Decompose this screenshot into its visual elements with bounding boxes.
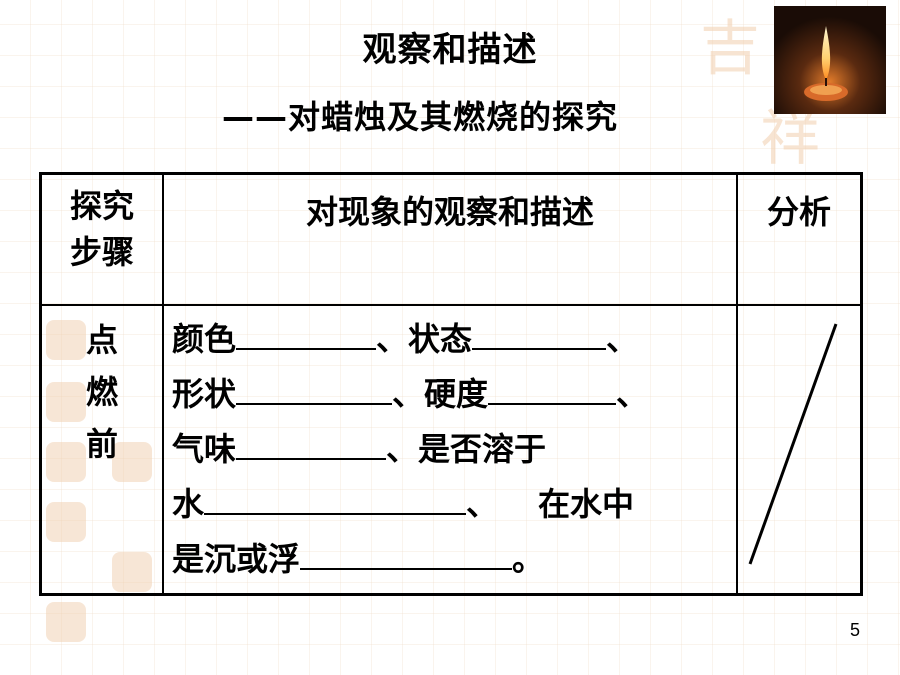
- header-step: 探究 步骤: [39, 172, 164, 306]
- header-step-line1: 探究: [69, 187, 134, 225]
- seal-watermark-7: [46, 602, 86, 642]
- punct-end: 。: [512, 540, 545, 578]
- blank-soluble: [204, 483, 467, 515]
- table-row: 点 燃 前 颜色、状态、 形状、硬度、 气味、是否溶于 水、在水中 是沉或浮。: [39, 304, 863, 596]
- label-soluble: 、是否溶于: [386, 430, 547, 468]
- table-header-row: 探究 步骤 对现象的观察和描述 分析: [39, 172, 863, 306]
- label-state: 、状态: [376, 320, 473, 358]
- desc-line-3: 气味 、是否溶于: [172, 422, 728, 477]
- diagonal-slash: [748, 323, 838, 565]
- blank-hardness: [488, 373, 617, 405]
- label-smell: 气味: [172, 430, 237, 468]
- header-observation: 对现象的观察和描述: [162, 172, 738, 306]
- blank-shape: [236, 373, 393, 405]
- desc-line-4: 水 、 在水中: [172, 477, 728, 532]
- step-cell: 点 燃 前: [39, 304, 164, 596]
- punct-2: 、: [616, 375, 649, 413]
- label-shape: 形状: [172, 375, 237, 413]
- analysis-cell: [736, 304, 863, 596]
- blank-sink-float: [300, 538, 513, 570]
- punct-3: 、: [466, 485, 499, 523]
- label-hardness: 、硬度: [392, 375, 489, 413]
- seal-watermark-large-2: 祥: [760, 104, 820, 174]
- punct-1: 、: [606, 320, 639, 358]
- page-number: 5: [849, 620, 860, 640]
- description-cell: 颜色、状态、 形状、硬度、 气味、是否溶于 水、在水中 是沉或浮。: [162, 304, 738, 596]
- step-char-3: 前: [85, 425, 118, 463]
- desc-line-5: 是沉或浮 。: [172, 532, 728, 587]
- step-char-2: 燃: [85, 373, 118, 411]
- seal-watermark-large: 吉: [700, 14, 760, 84]
- label-sink-float: 是沉或浮: [172, 540, 301, 578]
- header-analysis: 分析: [736, 172, 863, 306]
- label-color: 颜色: [172, 320, 237, 358]
- step-char-1: 点: [85, 321, 118, 359]
- slide-title: 观察和描述: [362, 30, 538, 70]
- candle-image: [774, 6, 886, 114]
- header-step-line2: 步骤: [69, 233, 134, 271]
- blank-color: [236, 318, 377, 350]
- observation-table: 探究 步骤 对现象的观察和描述 分析 点 燃 前 颜色、状态、 形状、硬度、 气…: [39, 172, 863, 596]
- desc-line-2: 形状 、硬度 、: [172, 367, 728, 422]
- label-in-water: 在水中: [538, 485, 635, 523]
- desc-line-1: 颜色 、状态 、: [172, 312, 728, 367]
- label-water: 水: [172, 485, 205, 523]
- blank-smell: [236, 428, 387, 460]
- slide-subtitle: ——对蜡烛及其燃烧的探究: [222, 98, 619, 136]
- blank-state: [472, 318, 607, 350]
